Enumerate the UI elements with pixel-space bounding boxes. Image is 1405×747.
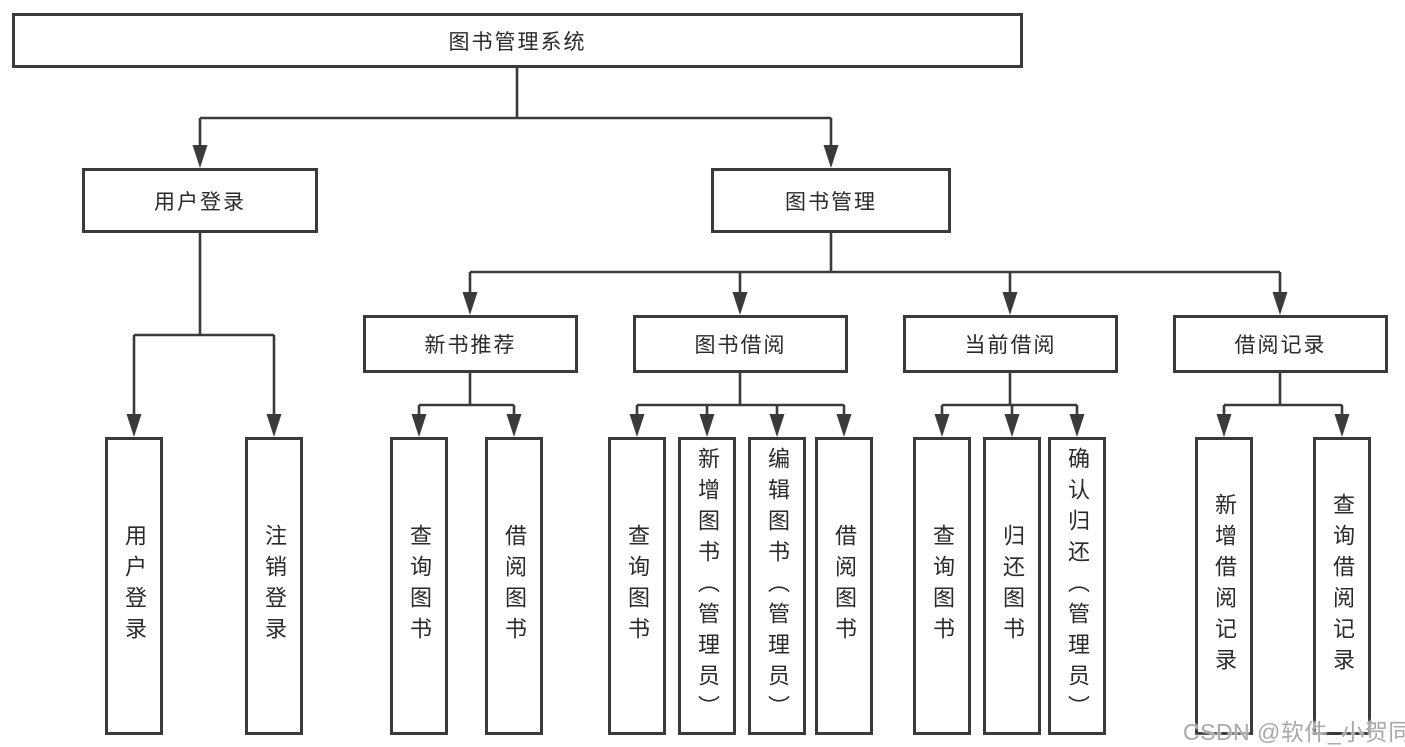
- node-new-book-recommendation: 新书推荐: [363, 315, 578, 373]
- leaf-label: 借阅图书: [832, 524, 857, 648]
- leaf-query-books-recommend: 查询图书: [390, 437, 448, 735]
- leaf-label: 确认归还（管理员）: [1065, 446, 1090, 726]
- leaf-label: 查询图书: [625, 524, 650, 648]
- node-borrowing-records: 借阅记录: [1173, 315, 1388, 373]
- leaf-label: 注销登录: [262, 524, 287, 648]
- leaf-edit-books-admin: 编辑图书（管理员）: [748, 437, 806, 735]
- leaf-label: 查询图书: [930, 524, 955, 648]
- node-user-login: 用户登录: [82, 168, 318, 233]
- node-root-library-management-system: 图书管理系统: [12, 13, 1023, 68]
- node-book-management: 图书管理: [711, 168, 951, 233]
- node-book-borrowing: 图书借阅: [633, 315, 848, 373]
- leaf-query-borrow-record: 查询借阅记录: [1313, 437, 1371, 735]
- leaf-add-books-admin: 新增图书（管理员）: [678, 437, 736, 735]
- leaf-label: 新增图书（管理员）: [695, 446, 720, 726]
- leaf-query-books-borrowing: 查询图书: [608, 437, 666, 735]
- leaf-add-borrow-record: 新增借阅记录: [1195, 437, 1253, 735]
- node-current-borrowing: 当前借阅: [903, 315, 1118, 373]
- leaf-borrow-books-recommend: 借阅图书: [485, 437, 543, 735]
- leaf-query-books-current: 查询图书: [913, 437, 971, 735]
- leaf-label: 归还图书: [1000, 524, 1025, 648]
- leaf-label: 编辑图书（管理员）: [765, 446, 790, 726]
- leaf-label: 查询借阅记录: [1330, 493, 1355, 679]
- leaf-label: 新增借阅记录: [1212, 493, 1237, 679]
- leaf-label: 借阅图书: [502, 524, 527, 648]
- leaf-label: 查询图书: [407, 524, 432, 648]
- leaf-return-books: 归还图书: [983, 437, 1041, 735]
- leaf-borrow-books-borrowing: 借阅图书: [815, 437, 873, 735]
- leaf-confirm-return-admin: 确认归还（管理员）: [1048, 437, 1106, 735]
- leaf-logout: 注销登录: [245, 437, 303, 735]
- csdn-watermark: CSDN @软件_小贺同学: [1183, 719, 1405, 745]
- leaf-user-login: 用户登录: [105, 437, 163, 735]
- leaf-label: 用户登录: [122, 524, 147, 648]
